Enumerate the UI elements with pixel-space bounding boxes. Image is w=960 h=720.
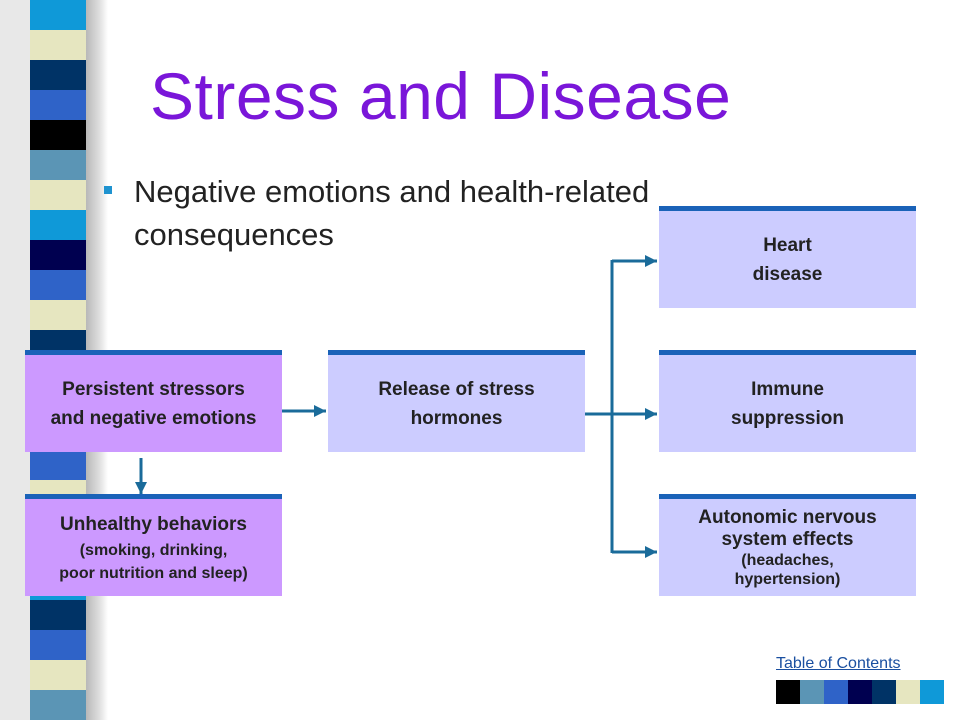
- stripe-segment: [30, 150, 86, 180]
- stripe-segment: [30, 30, 86, 60]
- behaviors-detail-2: poor nutrition and sleep): [59, 565, 248, 582]
- color-swatch: [920, 680, 944, 704]
- stripe-segment: [30, 210, 86, 240]
- color-swatch: [824, 680, 848, 704]
- stripe-segment: [30, 90, 86, 120]
- stripe-segment: [30, 0, 86, 30]
- stripe-segment: [30, 690, 86, 720]
- color-swatch: [872, 680, 896, 704]
- heart-line-1: Heart: [763, 234, 812, 256]
- stripe-segment: [30, 60, 86, 90]
- box-persistent-stressors: Persistent stressors and negative emotio…: [25, 350, 282, 452]
- stripe-segment: [30, 180, 86, 210]
- bullet-square-icon: [104, 186, 112, 194]
- stripe-segment: [30, 450, 86, 480]
- table-of-contents-link[interactable]: Table of Contents: [776, 655, 901, 672]
- box-stress-hormones: Release of stress hormones: [328, 350, 585, 452]
- slide-title: Stress and Disease: [150, 59, 732, 133]
- behaviors-detail-1: (smoking, drinking,: [79, 542, 228, 559]
- box-unhealthy-behaviors: Unhealthy behaviors (smoking, drinking, …: [25, 494, 282, 596]
- autonomic-detail-2: hypertension): [734, 570, 841, 588]
- stripe-segment: [30, 660, 86, 690]
- box-persistent-stressors-label: Persistent stressors and negative emotio…: [50, 378, 257, 429]
- stripe-segment: [30, 120, 86, 150]
- autonomic-line-1: Autonomic nervous: [698, 506, 877, 528]
- stripe-segment: [30, 240, 86, 270]
- stripe-segment: [30, 270, 86, 300]
- behaviors-heading: Unhealthy behaviors: [60, 514, 247, 535]
- color-swatch: [776, 680, 800, 704]
- heart-line-2: disease: [752, 263, 823, 285]
- color-swatch: [896, 680, 920, 704]
- color-swatch: [800, 680, 824, 704]
- hormones-line-2: hormones: [410, 407, 503, 429]
- box-autonomic-effects: Autonomic nervous system effects (headac…: [659, 494, 916, 596]
- box-immune-suppression: Immune suppression: [659, 350, 916, 452]
- box-heart-disease: Heart disease: [659, 206, 916, 308]
- stripe-segment: [30, 630, 86, 660]
- immune-line-2: suppression: [731, 407, 844, 429]
- autonomic-line-2: system effects: [721, 528, 854, 550]
- bullet-text: Negative emotions and health-related con…: [134, 174, 650, 252]
- color-swatch: [848, 680, 872, 704]
- stripe-segment: [30, 600, 86, 630]
- autonomic-detail-1: (headaches,: [741, 551, 834, 569]
- hormones-line-1: Release of stress: [378, 378, 535, 400]
- immune-line-1: Immune: [751, 378, 824, 400]
- stripe-segment: [30, 300, 86, 330]
